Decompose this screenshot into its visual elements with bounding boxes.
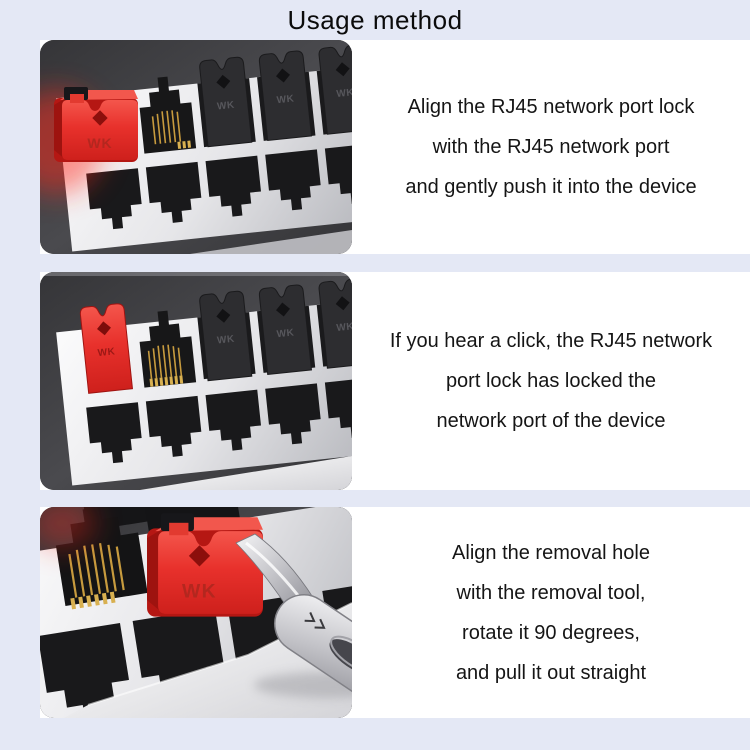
step-3-caption: Align the removal hole with the removal … (352, 507, 750, 718)
caption-line: port lock has locked the (445, 370, 657, 392)
port-lock-red-locked: WK (79, 302, 133, 394)
port-lock-black: WK (198, 290, 253, 382)
wk-logo-text: WK (217, 334, 236, 347)
red-glow (40, 507, 96, 549)
wk-logo-text: WK (217, 100, 236, 113)
step-2-panel: WK (40, 272, 750, 490)
removal-tool-photo: WK (40, 507, 352, 718)
page-title: Usage method (287, 4, 463, 35)
step-1-photo: WK WK WK (40, 40, 352, 254)
step-2-photo: WK (40, 272, 352, 490)
caption-line: network port of the device (436, 410, 666, 432)
switch-ports-photo-2: WK (40, 272, 352, 490)
step-1-caption: Align the RJ45 network port lock with th… (352, 40, 750, 254)
port-lock-black: WK (258, 283, 312, 375)
open-rj45-jack (136, 308, 197, 388)
caption-line: and pull it out straight (455, 661, 647, 684)
open-rj45-jack (136, 74, 197, 154)
wk-logo-text: WK (182, 581, 217, 602)
wk-logo-text: WK (336, 87, 352, 100)
port-lock-black: WK (198, 56, 253, 148)
wk-logo-text: WK (87, 135, 112, 151)
handle-hole (329, 639, 352, 675)
port-lock-red: WK (147, 513, 263, 617)
removal-tool (235, 533, 352, 718)
caption-line: rotate it 90 degrees, (462, 621, 640, 644)
faceplate: WK (56, 277, 352, 486)
wk-logo-text: WK (276, 93, 295, 106)
step-3-photo: WK (40, 507, 352, 718)
caption-line: with the removal tool, (456, 581, 646, 604)
caption-line: and gently push it into the device (405, 176, 697, 198)
port-lock-black: WK (258, 49, 312, 141)
step-3-panel: WK Align the removal hole with the r (40, 507, 750, 718)
floor (140, 456, 352, 490)
caption-line: If you hear a click, the RJ45 network (389, 330, 713, 352)
wk-logo-text: WK (97, 346, 116, 359)
open-rj45-jack (50, 507, 148, 610)
caption-line: Align the removal hole (452, 541, 650, 564)
tool-handle (274, 594, 352, 718)
step-2-caption: If you hear a click, the RJ45 network po… (352, 272, 750, 490)
caption-line: with the RJ45 network port (432, 136, 670, 158)
step-1-panel: WK WK WK (40, 40, 750, 254)
floor (190, 230, 352, 254)
wk-logo-text: WK (336, 321, 352, 334)
caption-line: Align the RJ45 network port lock (407, 96, 695, 118)
wk-logo-text: WK (276, 327, 295, 340)
port-lock-black: WK (317, 277, 352, 369)
port-lock-black: WK (317, 43, 352, 135)
tool-shadow (254, 672, 352, 698)
page-title-band: Usage method (0, 0, 750, 40)
port-lock-red: WK (54, 87, 138, 162)
switch-ports-photo-1: WK WK WK (40, 40, 352, 254)
handle-engraving (304, 612, 326, 629)
